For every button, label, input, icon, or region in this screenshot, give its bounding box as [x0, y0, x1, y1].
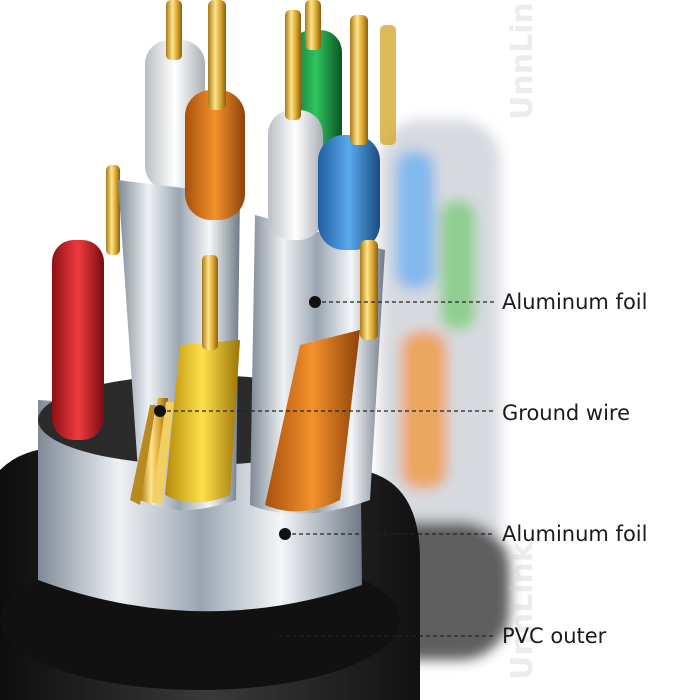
watermark-text-lower: UnnLink: [505, 542, 540, 680]
callout-label-aluminum-foil-inner: Aluminum foil: [502, 290, 648, 314]
background-cable-blurred: [360, 120, 510, 660]
watermark-text: UnnLink: [505, 0, 540, 120]
callout-leaders: [154, 296, 495, 642]
callout-label-aluminum-foil-outer: Aluminum foil: [502, 522, 648, 546]
ground-wire-strands: [130, 398, 174, 505]
callout-label-pvc-outer: PVC outer: [502, 624, 607, 648]
conductor-bundle: [52, 0, 396, 514]
callout-label-ground-wire: Ground wire: [502, 401, 631, 425]
